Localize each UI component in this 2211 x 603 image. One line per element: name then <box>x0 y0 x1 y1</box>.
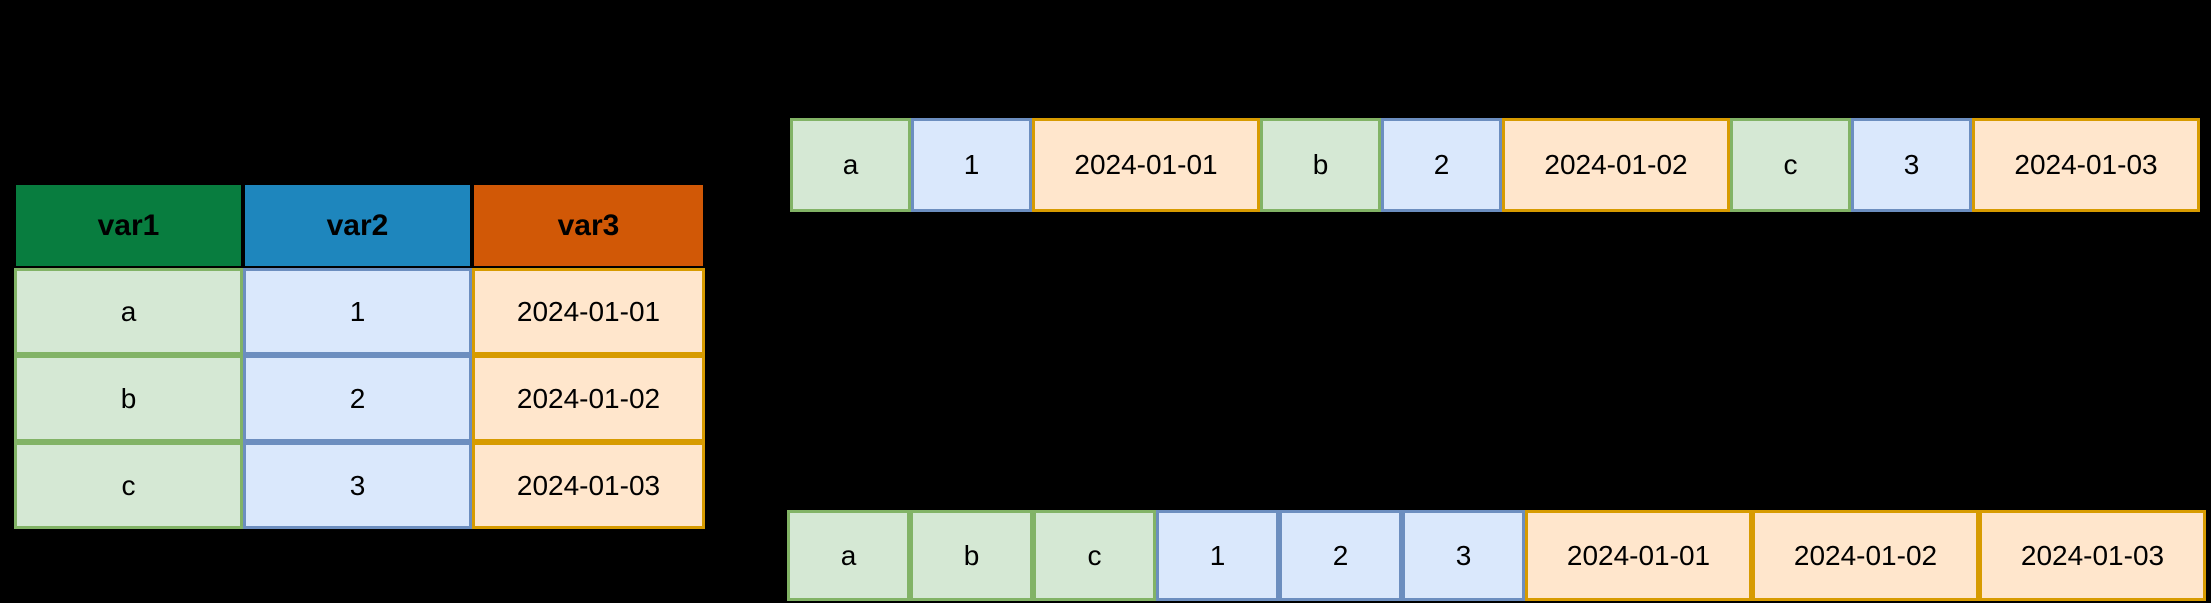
strip-cell: 2 <box>1381 118 1502 212</box>
strip-cell: b <box>1260 118 1381 212</box>
strip-cell: 2024-01-02 <box>1752 510 1979 601</box>
table-cell: 2024-01-01 <box>472 268 705 355</box>
strip-cell: 2024-01-03 <box>1979 510 2206 601</box>
strip-cell: 3 <box>1851 118 1972 212</box>
table-header-cell: var2 <box>243 183 472 268</box>
table-cell: c <box>14 442 243 529</box>
table-header-cell: var1 <box>14 183 243 268</box>
strip-cell: a <box>787 510 910 601</box>
strip-cell: 2 <box>1279 510 1402 601</box>
strip-cell: 1 <box>1156 510 1279 601</box>
table-cell: 2024-01-02 <box>472 355 705 442</box>
strip-cell: a <box>790 118 911 212</box>
table-header-cell: var3 <box>472 183 705 268</box>
strip-cell: 2024-01-01 <box>1525 510 1752 601</box>
strip-cell: 2024-01-01 <box>1032 118 1260 212</box>
strip-cell: c <box>1033 510 1156 601</box>
strip-cell: c <box>1730 118 1851 212</box>
strip-cell: b <box>910 510 1033 601</box>
table-cell: a <box>14 268 243 355</box>
table-cell: b <box>14 355 243 442</box>
table-cell: 3 <box>243 442 472 529</box>
table-cell: 1 <box>243 268 472 355</box>
strip-cell: 1 <box>911 118 1032 212</box>
strip-cell: 2024-01-03 <box>1972 118 2200 212</box>
table-cell: 2 <box>243 355 472 442</box>
strip-cell: 3 <box>1402 510 1525 601</box>
strip-cell: 2024-01-02 <box>1502 118 1730 212</box>
table-cell: 2024-01-03 <box>472 442 705 529</box>
